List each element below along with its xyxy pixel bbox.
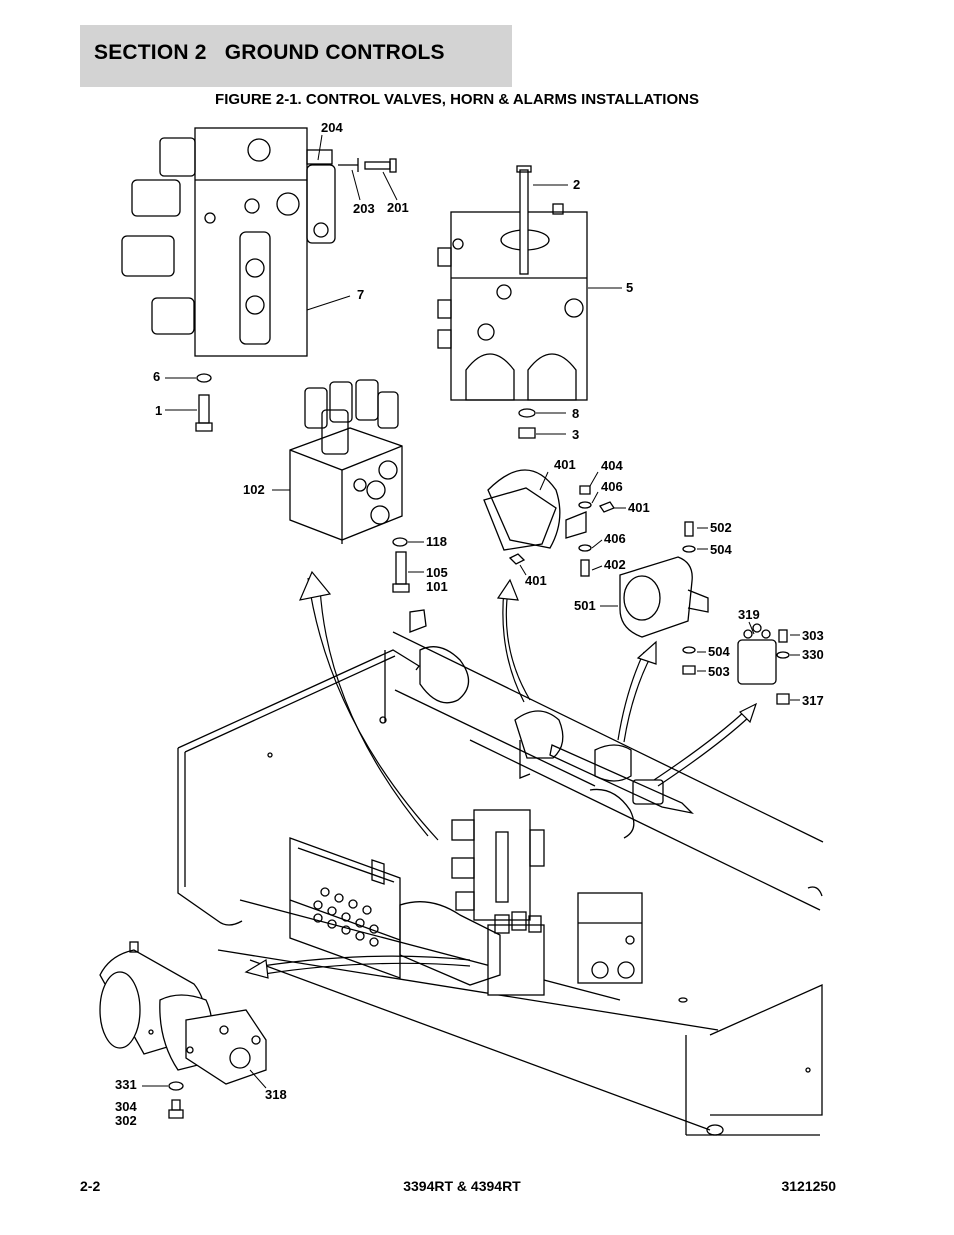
callout-101: 101 [426, 579, 448, 594]
section-banner: SECTION 2 GROUND CONTROLS [80, 25, 512, 87]
callout-6: 6 [153, 369, 160, 384]
callout-406-bottom: 406 [604, 531, 626, 546]
footer-model-text: 3394RT & 4394RT [403, 1178, 521, 1194]
motor-pump-318 [99, 941, 267, 1085]
callout-401-bottom: 401 [525, 573, 547, 588]
section-title: SECTION 2 GROUND CONTROLS [94, 41, 445, 64]
bolt-201 [338, 158, 397, 173]
installation-arrows [244, 570, 758, 979]
callout-504-top: 504 [710, 542, 732, 557]
callout-102: 102 [243, 482, 265, 497]
hardware-404-406 [578, 485, 615, 577]
callout-504-bottom: 504 [708, 644, 730, 659]
battery-box [289, 837, 401, 979]
callout-406-top: 406 [601, 479, 623, 494]
bolt-302 [168, 1099, 184, 1119]
callout-5: 5 [626, 280, 633, 295]
callout-503: 503 [708, 664, 730, 679]
callout-317: 317 [802, 693, 824, 708]
bolt-2 [516, 165, 532, 275]
bolt-101 [392, 551, 410, 593]
callout-401-right: 401 [628, 500, 650, 515]
leader-lines [142, 134, 800, 1089]
callout-304: 304 [115, 1099, 137, 1114]
callout-1: 1 [155, 403, 162, 418]
callout-330: 330 [802, 647, 824, 662]
callout-2: 2 [573, 177, 580, 192]
callout-501: 501 [574, 598, 596, 613]
callout-318: 318 [265, 1087, 287, 1102]
callout-203: 203 [353, 201, 375, 216]
hardware-303-330-317 [776, 629, 790, 705]
figure-title: FIGURE 2-1. CONTROL VALVES, HORN & ALARM… [0, 91, 954, 108]
callout-118: 118 [426, 534, 447, 549]
washer-8 [518, 408, 536, 418]
callout-303: 303 [802, 628, 824, 643]
mounted-valve-5 [577, 892, 643, 984]
callout-8: 8 [572, 406, 579, 421]
alarm-501 [619, 556, 709, 638]
callout-319: 319 [738, 607, 760, 622]
control-valve-7 [121, 127, 336, 357]
mounting-plate [514, 710, 694, 815]
page-number: 2-2 [80, 1178, 101, 1194]
callout-502: 502 [710, 520, 732, 535]
control-valve-5 [437, 203, 588, 401]
hardware-502-504-503 [682, 521, 696, 675]
mounted-motor [399, 901, 501, 986]
footer-model: 3394RT & 4394RT [0, 1178, 954, 1194]
callout-3: 3 [572, 427, 579, 442]
mounted-valve-7 [451, 809, 545, 921]
callout-402: 402 [604, 557, 626, 572]
callout-7: 7 [357, 287, 364, 302]
washer-6 [196, 373, 212, 383]
callout-105: 105 [426, 565, 448, 580]
callout-404: 404 [601, 458, 623, 473]
callout-331: 331 [115, 1077, 137, 1092]
callout-204: 204 [321, 120, 343, 135]
callout-401-top: 401 [554, 457, 576, 472]
mounted-valve-102 [487, 911, 545, 996]
nut-3 [518, 427, 536, 439]
washer-331 [168, 1081, 184, 1091]
valve-102 [289, 379, 403, 544]
chassis-frame [177, 609, 824, 1136]
bolt-1 [195, 394, 213, 432]
footer-doc-number: 3121250 [781, 1178, 836, 1194]
figure-title-text: FIGURE 2-1. CONTROL VALVES, HORN & ALARM… [215, 91, 699, 108]
callout-302: 302 [115, 1113, 137, 1128]
horn-401 [483, 469, 587, 565]
relay-319 [737, 623, 777, 685]
washer-118 [392, 537, 408, 547]
callout-201: 201 [387, 200, 409, 215]
callout-labels: 204 2 203 201 7 5 6 1 8 3 401 404 406 40… [115, 120, 824, 1128]
